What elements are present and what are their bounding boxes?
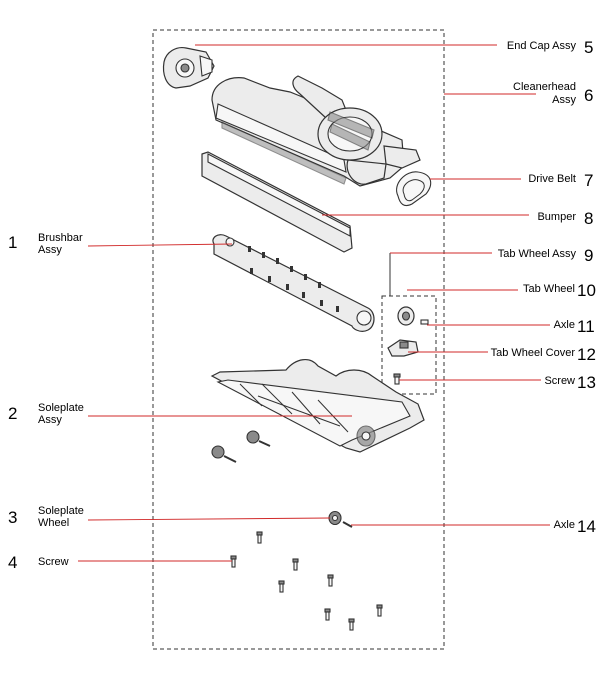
screw-4-parts[interactable] (230, 531, 383, 631)
callout-label: Tab Wheel Assy (498, 248, 577, 260)
callout-4: 4 Screw (8, 553, 69, 572)
drive-belt-part[interactable] (396, 171, 432, 207)
callout-number: 2 (8, 404, 17, 423)
callout-13: Screw 13 (544, 373, 595, 392)
callout-number: 1 (8, 233, 17, 252)
callout-label: End Cap Assy (507, 40, 577, 52)
soleplate-small-wheels[interactable] (211, 430, 271, 463)
callout-number: 4 (8, 553, 17, 572)
callout-3: 3 Soleplate Wheel (8, 505, 84, 529)
callout-label-line1: Brushbar (38, 232, 83, 244)
callout-number: 8 (584, 209, 593, 228)
callout-label: Axle (554, 519, 575, 531)
callout-number: 9 (584, 246, 593, 265)
callout-number: 14 (577, 517, 596, 536)
screw-13-part[interactable] (393, 373, 401, 385)
callout-label-line2: Assy (552, 94, 576, 106)
callout-label-line2: Wheel (38, 517, 69, 529)
callout-label: Drive Belt (528, 173, 576, 185)
callout-number: 6 (584, 86, 593, 105)
end-cap-part[interactable] (162, 47, 215, 89)
callout-number: 3 (8, 508, 17, 527)
tab-wheel-cover-part[interactable] (387, 339, 419, 357)
callout-label-line2: Assy (38, 244, 62, 256)
callout-9: Tab Wheel Assy 9 (498, 246, 594, 265)
callout-label: Screw (544, 375, 575, 387)
callout-label-line2: Assy (38, 414, 62, 426)
soleplate-part[interactable] (210, 359, 425, 453)
callout-label: Screw (38, 556, 69, 568)
callout-label: Tab Wheel Cover (491, 347, 576, 359)
callout-number: 5 (584, 38, 593, 57)
callout-7: Drive Belt 7 (528, 171, 593, 190)
callout-label-line1: Soleplate (38, 402, 84, 414)
axle-14-part[interactable] (342, 521, 353, 528)
callout-5: End Cap Assy 5 (507, 38, 594, 57)
leader-3 (87, 517, 331, 521)
callout-label: Axle (554, 319, 575, 331)
leader-1 (87, 243, 233, 247)
callout-12: Tab Wheel Cover 12 (491, 345, 596, 364)
callout-8: Bumper 8 (537, 209, 593, 228)
callout-number: 7 (584, 171, 593, 190)
callout-label: Tab Wheel (523, 283, 575, 295)
bumper-part[interactable] (201, 151, 353, 253)
callout-11: Axle 11 (554, 317, 595, 336)
callout-label-line1: Soleplate (38, 505, 84, 517)
callout-label: Bumper (537, 211, 576, 223)
tab-wheel-part[interactable] (397, 306, 415, 326)
cleanerhead-part[interactable] (211, 75, 421, 187)
callout-14: Axle 14 (554, 517, 596, 536)
axle-11-part[interactable] (420, 319, 429, 325)
callout-number: 11 (577, 317, 595, 336)
tab-wheel-subassembly-box (381, 295, 437, 395)
callout-number: 12 (577, 345, 596, 364)
callout-number: 13 (577, 373, 596, 392)
soleplate-wheel-part[interactable] (328, 510, 342, 526)
callout-number: 10 (577, 281, 596, 300)
callout-1: 1 Brushbar Assy (8, 232, 83, 256)
callout-label-line1: Cleanerhead (513, 81, 576, 93)
callout-10: Tab Wheel 10 (523, 281, 596, 300)
brushbar-part[interactable] (212, 234, 375, 332)
callout-2: 2 Soleplate Assy (8, 402, 84, 426)
callout-6: Cleanerhead Assy 6 (513, 81, 593, 106)
